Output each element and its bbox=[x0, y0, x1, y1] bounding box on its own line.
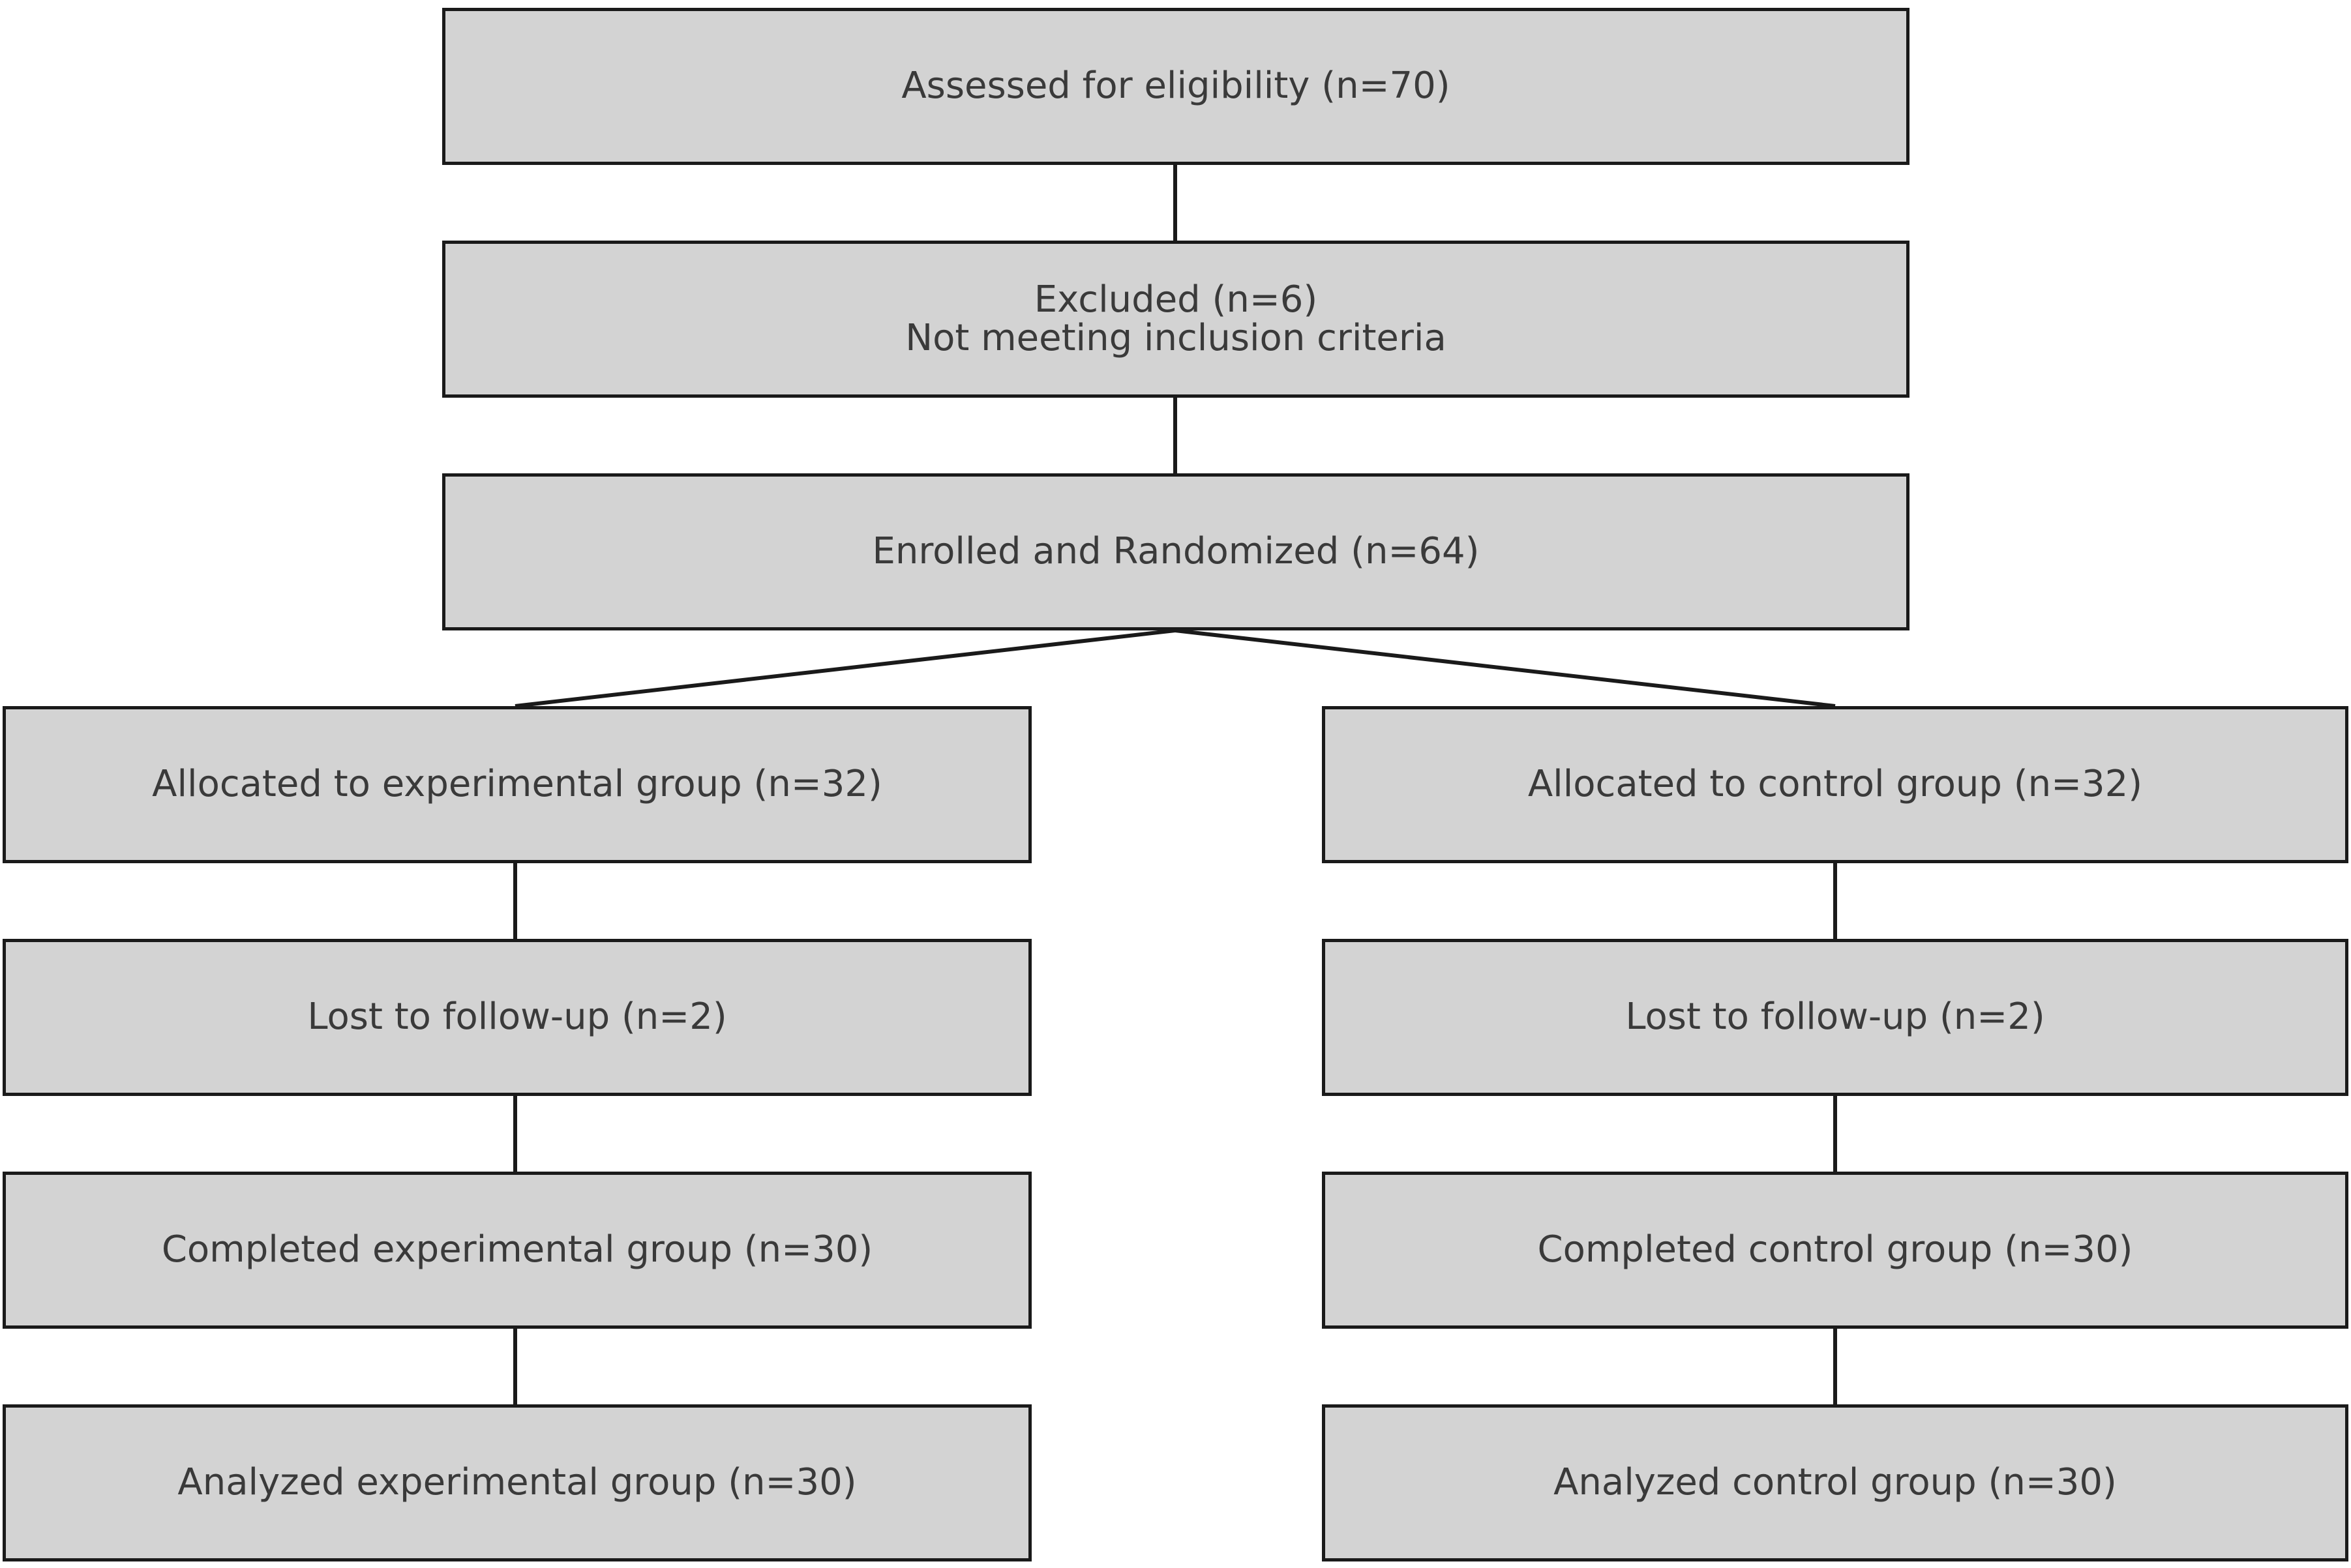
analyzed-experimental-label: Analyzed experimental group (n=30) bbox=[177, 1461, 857, 1504]
completed-control-label: Completed control group (n=30) bbox=[1537, 1228, 2133, 1271]
allocated-experimental-label: Allocated to experimental group (n=32) bbox=[152, 763, 882, 806]
allocated-control-label: Allocated to control group (n=32) bbox=[1527, 763, 2143, 806]
lost-followup-control-label: Lost to follow-up (n=2) bbox=[1625, 996, 2045, 1039]
analyzed-experimental-box: Analyzed experimental group (n=30) bbox=[3, 1404, 1032, 1561]
lost-followup-control-box: Lost to follow-up (n=2) bbox=[1322, 939, 2348, 1096]
analyzed-control-label: Analyzed control group (n=30) bbox=[1553, 1461, 2117, 1504]
excluded-reason-label: Not meeting inclusion criteria bbox=[905, 316, 1446, 359]
allocated-experimental-box: Allocated to experimental group (n=32) bbox=[3, 706, 1032, 863]
allocated-control-box: Allocated to control group (n=32) bbox=[1322, 706, 2348, 863]
assessed-eligibility-label: Assessed for eligibility (n=70) bbox=[901, 65, 1450, 108]
connector-enrolled-control bbox=[1175, 629, 1836, 708]
completed-experimental-label: Completed experimental group (n=30) bbox=[161, 1228, 873, 1271]
assessed-eligibility-box: Assessed for eligibility (n=70) bbox=[442, 8, 1909, 165]
connector-enrolled-experimental bbox=[515, 629, 1176, 708]
excluded-box: Excluded (n=6) Not meeting inclusion cri… bbox=[442, 241, 1909, 398]
enrolled-randomized-label: Enrolled and Randomized (n=64) bbox=[872, 530, 1480, 573]
excluded-count-label: Excluded (n=6) bbox=[1034, 278, 1318, 321]
enrolled-randomized-box: Enrolled and Randomized (n=64) bbox=[442, 473, 1909, 630]
completed-experimental-box: Completed experimental group (n=30) bbox=[3, 1172, 1032, 1329]
lost-followup-experimental-box: Lost to follow-up (n=2) bbox=[3, 939, 1032, 1096]
lost-followup-experimental-label: Lost to follow-up (n=2) bbox=[307, 996, 727, 1039]
completed-control-box: Completed control group (n=30) bbox=[1322, 1172, 2348, 1329]
analyzed-control-box: Analyzed control group (n=30) bbox=[1322, 1404, 2348, 1561]
